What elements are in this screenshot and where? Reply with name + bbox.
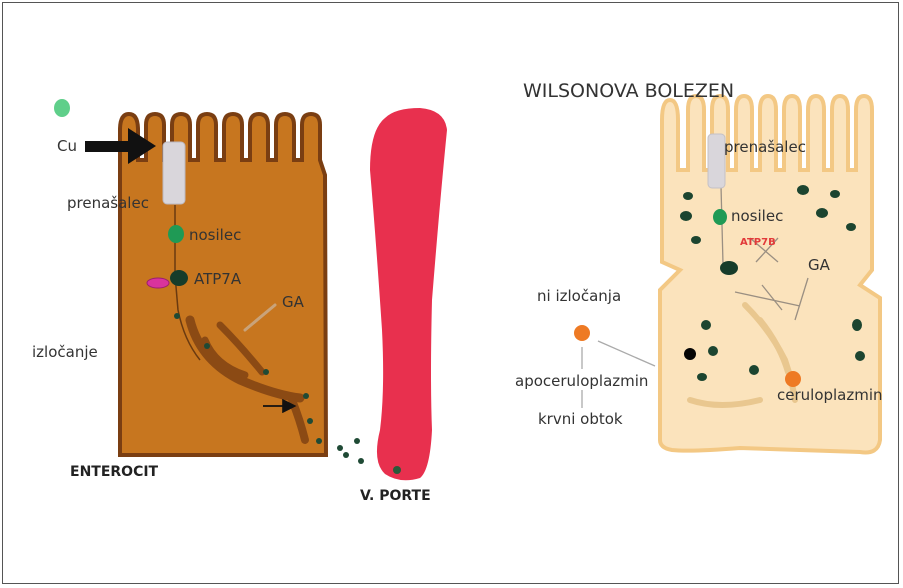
krvni-obtok-label: krvni obtok [538, 410, 623, 428]
nosilec-dot-left [168, 225, 184, 243]
atp7b-label: ATP7B [740, 237, 776, 248]
v-porte-label: V. PORTE [360, 488, 431, 504]
apoceruloplasmin-dot [574, 325, 590, 341]
transporter-label: prenašalec [67, 194, 149, 212]
enterocit-label: ENTEROCIT [70, 464, 158, 480]
wilson-title: WILSONOVA BOLEZEN [523, 80, 734, 102]
black-dot [684, 348, 696, 360]
nosilec-label-right: nosilec [731, 207, 783, 225]
ni-izlocanja-label: ni izločanja [537, 287, 621, 305]
ga-label-right: GA [808, 256, 830, 274]
nosilec-label: nosilec [189, 226, 241, 244]
atp7b-dot [720, 261, 738, 275]
transporter-left [163, 142, 185, 204]
apoceruloplazmin-label: apoceruloplazmin [515, 372, 648, 390]
ceruloplazmin-label: ceruloplazmin [777, 386, 883, 404]
copper-in-blood [393, 466, 401, 474]
ga-label-left: GA [282, 293, 304, 311]
atp7a-dot [170, 270, 188, 286]
copper-ion [54, 99, 70, 117]
ceruloplasmin-dot [785, 371, 801, 387]
portal-vein [370, 108, 447, 480]
transporter-right [708, 134, 725, 188]
nosilec-dot-right [713, 209, 727, 225]
cu-label: Cu [57, 137, 77, 155]
atp7a-label: ATP7A [194, 270, 241, 288]
izlocanje-label: izločanje [32, 343, 98, 361]
atp7a-pink [147, 278, 169, 288]
transporter-label-right: prenašalec [724, 138, 806, 156]
